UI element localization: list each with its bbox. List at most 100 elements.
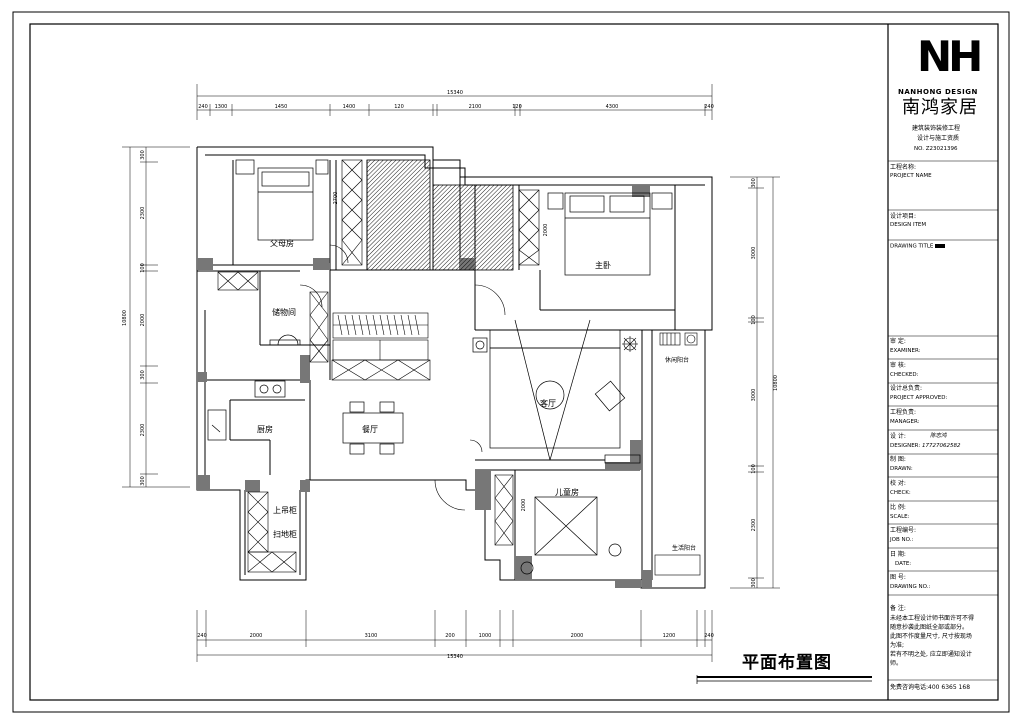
tb-notes-1: 未经本工程设计师书面许可不得 xyxy=(890,615,975,622)
dim-left-seg-5: 300 xyxy=(140,370,146,380)
dim-right-seg-6: 2300 xyxy=(751,519,757,532)
tb-scale-cn: 比 例: xyxy=(890,504,906,511)
room-label-balcony-bottom: 生活阳台 xyxy=(672,544,696,552)
tb-drawing-no-en: DRAWING NO.: xyxy=(890,584,931,590)
tb-checked-en: CHECKED: xyxy=(890,372,919,378)
dim-bottom-seg-9: 240 xyxy=(704,633,714,639)
dim-left-seg-7: 300 xyxy=(140,476,146,486)
bed-elder xyxy=(235,159,329,241)
tb-date-en: DATE: xyxy=(895,561,912,567)
tb-notes-4: 为准; xyxy=(890,642,905,649)
brand-tagline-2: 设计与施工资质 xyxy=(917,135,960,142)
dim-top-seg-5: 120 xyxy=(394,104,404,110)
title-block-grid xyxy=(888,160,998,681)
room-label-upper-cabinet: 上吊柜 xyxy=(273,505,297,515)
tb-designer-en: DESIGNER: xyxy=(890,443,921,449)
tb-notes-3: 此图不作度量尺寸, 尺寸按现场 xyxy=(890,633,972,640)
tb-approved-cn: 设计总负责: xyxy=(890,385,923,392)
bathroom-fixtures xyxy=(269,334,301,346)
tb-notes-6: 师。 xyxy=(890,660,903,667)
closet-hangers xyxy=(332,312,429,361)
dim-right-total: 10800 xyxy=(773,375,779,391)
tb-examiner-cn: 审 定: xyxy=(890,338,906,345)
tb-drawing-title: DRAWING TITLE xyxy=(890,244,946,250)
bed-kids xyxy=(520,496,622,575)
dim-right-seg-5: 100 xyxy=(751,464,757,474)
bed-master xyxy=(547,192,673,276)
tb-project-name-en: PROJECT NAME xyxy=(890,173,932,179)
dim-right-seg-3: 100 xyxy=(751,315,757,325)
dim-bottom-total: 15340 xyxy=(447,654,463,660)
tb-checked-cn: 审 核: xyxy=(890,362,906,369)
dimension-lines xyxy=(122,84,780,662)
tb-check-cn: 校 对: xyxy=(890,480,906,487)
dim-bottom-seg-5: 1000 xyxy=(479,633,492,639)
dim-top-seg-7: 120 xyxy=(512,104,522,110)
dim-top-seg-3: 1450 xyxy=(275,104,288,110)
room-label-master-bedroom: 主卧 xyxy=(595,260,611,270)
room-label-kitchen: 厨房 xyxy=(257,424,273,434)
room-label-kids-room: 儿童房 xyxy=(555,487,579,497)
dim-top-seg-4: 1400 xyxy=(343,104,356,110)
dim-right-seg-2: 3000 xyxy=(751,247,757,260)
dim-bottom-seg-7: 1200 xyxy=(663,633,676,639)
kitchen-fixtures xyxy=(207,380,286,441)
plan-title: 平面布置图 xyxy=(742,653,832,673)
tb-hotline: 免费咨询电话:400 6365 168 xyxy=(890,684,971,691)
tb-designer-phone: 17727062582 xyxy=(922,443,961,449)
room-label-elder-bedroom: 父母房 xyxy=(270,238,294,248)
dining-set xyxy=(342,401,404,455)
tb-manager-en: MANAGER: xyxy=(890,419,920,425)
dim-inner-kids: 2000 xyxy=(521,499,527,512)
room-label-broom-cabinet: 扫地柜 xyxy=(273,529,297,539)
dim-bottom-seg-4: 200 xyxy=(445,633,455,639)
dim-left-seg-2: 2300 xyxy=(140,207,146,220)
tb-design-item-cn: 设计项目: xyxy=(890,213,917,220)
dim-left-total: 10800 xyxy=(122,310,128,326)
brand-license: NO. Z23021396 xyxy=(914,146,958,152)
tb-manager-cn: 工程负责: xyxy=(890,409,917,416)
room-label-living-room: 客厅 xyxy=(540,398,556,408)
dim-left-seg-1: 300 xyxy=(140,150,146,160)
dim-inner-elder: 2700 xyxy=(333,192,339,205)
room-label-storage: 储物间 xyxy=(272,307,296,317)
hatched-shaft-right xyxy=(432,184,514,271)
dim-right-seg-4: 3000 xyxy=(751,389,757,402)
inner-frame xyxy=(29,23,999,701)
tb-drawn-en: DRAWN: xyxy=(890,466,913,472)
dim-top-seg-9: 240 xyxy=(704,104,714,110)
tb-notes-2: 随意抄袭此图纸全部或部分。 xyxy=(890,624,969,631)
dim-right-seg-1: 300 xyxy=(751,178,757,188)
dim-bottom-seg-1: 240 xyxy=(197,633,207,639)
tb-project-name-cn: 工程名称: xyxy=(890,164,917,171)
hatched-shaft-left xyxy=(366,159,431,271)
tb-date-cn: 日 期: xyxy=(890,551,906,558)
brand-name-cn: 南鸿家居 xyxy=(902,97,978,118)
plant-icon xyxy=(622,336,638,352)
dim-right-seg-7: 300 xyxy=(751,578,757,588)
wardrobe-cabinets xyxy=(217,159,540,573)
dim-bottom-seg-6: 2000 xyxy=(571,633,584,639)
brand-tagline-1: 建筑装饰装修工程 xyxy=(912,125,961,132)
dim-left-seg-6: 2300 xyxy=(140,424,146,437)
tb-job-cn: 工程编号: xyxy=(890,527,917,534)
tb-notes-title: 备 注: xyxy=(890,605,906,612)
dim-top-seg-8: 4300 xyxy=(606,104,619,110)
living-room-furniture xyxy=(472,319,641,464)
tb-examiner-en: EXAMINER: xyxy=(890,348,921,354)
outer-frame xyxy=(12,11,1010,713)
dim-top-seg-2: 1300 xyxy=(215,104,228,110)
room-label-dining-room: 餐厅 xyxy=(362,425,378,434)
tb-scale-en: SCALE: xyxy=(890,514,910,520)
dim-left-seg-3: 100 xyxy=(140,263,146,273)
dim-inner-master: 2000 xyxy=(543,224,549,237)
tb-design-item-en: DESIGN ITEM xyxy=(890,222,927,228)
tb-drawn-cn: 制 图: xyxy=(890,456,906,463)
brand-name-en: NANHONG DESIGN xyxy=(898,88,978,96)
door-swings xyxy=(299,244,506,511)
tb-notes-5: 若有不明之处, 应立即通知设计 xyxy=(890,651,972,658)
balcony-fixtures xyxy=(654,332,701,576)
dim-top-total: 15340 xyxy=(447,90,463,96)
tb-drawing-no-cn: 图 号: xyxy=(890,574,906,581)
